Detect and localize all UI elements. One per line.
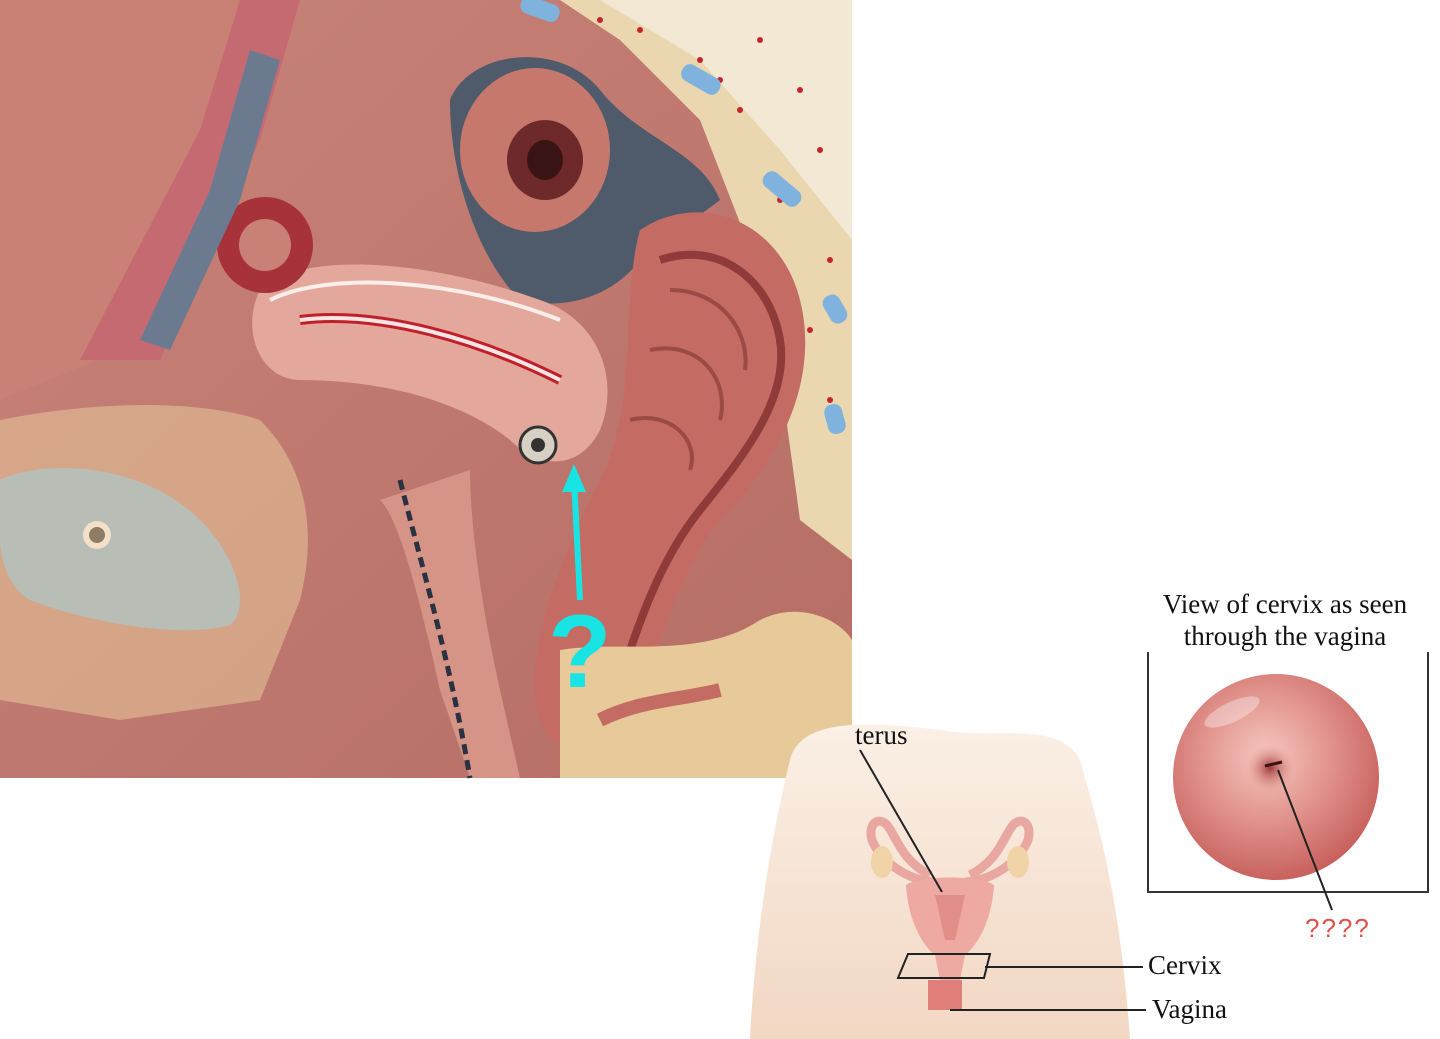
rectum	[534, 212, 806, 753]
cervix-inset	[1147, 613, 1429, 911]
inset-title-line2: through the vagina	[1183, 621, 1387, 651]
fallopian-tube-left	[866, 816, 936, 887]
pelvis-model-photo	[0, 0, 852, 779]
body-illustration	[750, 724, 1146, 1039]
fallopian-tube-right	[964, 816, 1034, 887]
unknown-structure-label: ????	[1305, 913, 1371, 943]
uterus-label: terus	[855, 720, 908, 750]
inset-title: View of cervix as seen through the vagin…	[1140, 588, 1430, 652]
os-leader	[1277, 769, 1333, 911]
ovary-left	[871, 846, 893, 878]
pointer-arrow	[571, 477, 583, 601]
vagina-drawing	[928, 980, 962, 1010]
external-os	[1264, 760, 1283, 768]
ovary-right	[1007, 846, 1029, 878]
uterus-leader	[859, 749, 943, 893]
inset-title-line1: View of cervix as seen	[1162, 589, 1408, 619]
vagina-label: Vagina	[1152, 994, 1227, 1024]
cervix-label: Cervix	[1148, 950, 1222, 980]
pointer-arrow-head	[562, 464, 586, 492]
model-question-mark: ?	[548, 594, 612, 710]
cervix-box	[896, 953, 992, 979]
